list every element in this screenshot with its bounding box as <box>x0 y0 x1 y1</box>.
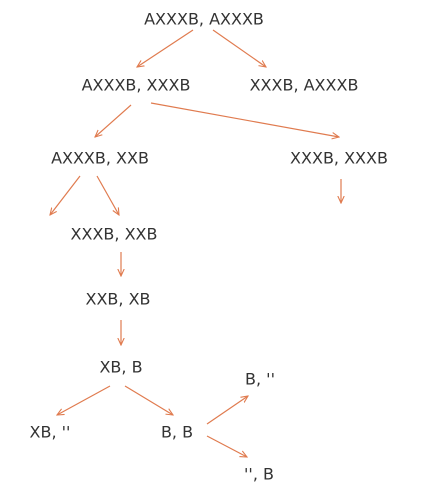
edge-root-to-xxxb-axxxb <box>212 29 266 67</box>
node-axxxb-xxxb: AXXXB, XXXB <box>81 75 191 95</box>
node-xb-empty: XB, '' <box>29 422 71 442</box>
edge-axxxb-xxb-left-branch <box>50 175 81 215</box>
edge-xb-b-to-b-b <box>124 385 173 415</box>
node-xxxb-axxxb: XXXB, AXXXB <box>249 75 359 95</box>
node-xb-b: XB, B <box>99 357 143 377</box>
node-b-empty: B, '' <box>245 369 275 389</box>
edge-root-to-axxxb-xxxb <box>137 29 194 67</box>
edge-b-b-to-b-empty <box>206 396 248 425</box>
edge-axxxb-xxxb-to-axxxb-xxb <box>95 104 132 137</box>
node-root: AXXXB, AXXXB <box>144 9 264 29</box>
edge-axxxb-xxb-to-xxxb-xxb <box>96 175 119 215</box>
node-xxb-xb: XXB, XB <box>85 289 151 309</box>
node-empty-b: '', B <box>244 464 274 484</box>
node-b-b: B, B <box>160 422 194 442</box>
edge-b-b-to-empty-b <box>206 435 247 457</box>
node-xxxb-xxb: XXXB, XXB <box>70 224 158 244</box>
node-xxxb-xxxb: XXXB, XXXB <box>290 148 388 168</box>
node-axxxb-xxb: AXXXB, XXB <box>51 148 149 168</box>
edge-xb-b-to-xb-empty <box>57 385 111 415</box>
edge-axxxb-xxxb-to-xxxb-xxxb <box>150 102 339 137</box>
